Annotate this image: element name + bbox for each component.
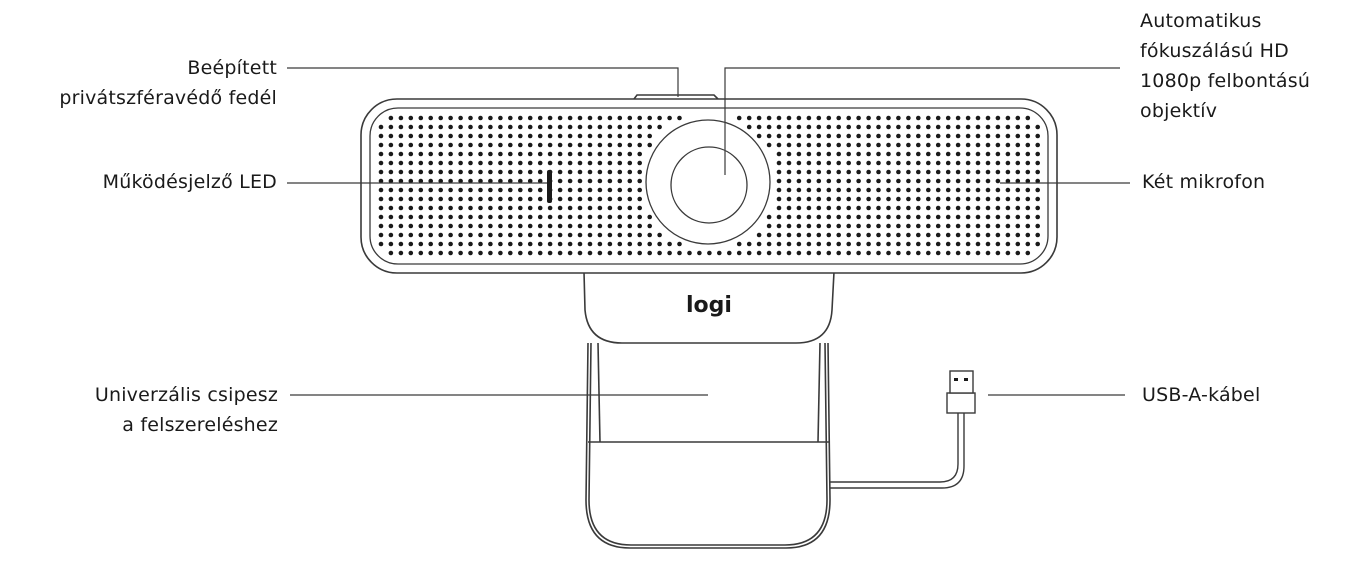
leader-privacy-cover	[287, 67, 679, 97]
camera-body	[360, 98, 1058, 274]
callout-universal-clip: Univerzális csipesz a felszereléshez	[95, 380, 278, 440]
callout-privacy-cover: Beépített privátszféravédő fedél	[59, 53, 277, 113]
callout-text: fókuszálású HD	[1140, 40, 1289, 62]
callout-text: USB-A-kábel	[1142, 384, 1261, 406]
callout-text: a felszereléshez	[122, 414, 278, 436]
speaker-grille-dots	[378, 115, 1040, 256]
callout-status-led: Működésjelző LED	[103, 167, 277, 197]
callout-text: objektív	[1140, 100, 1218, 122]
callout-text: Automatikus	[1140, 10, 1262, 32]
logi-logo: logi	[686, 293, 732, 318]
lens-icon	[670, 146, 748, 224]
callout-text: Két mikrofon	[1142, 171, 1266, 193]
camera-neck: logi	[583, 271, 835, 344]
usb-cable-icon	[830, 370, 976, 489]
callout-usb-cable: USB-A-kábel	[1142, 380, 1260, 410]
callout-text: 1080p felbontású	[1140, 70, 1311, 92]
callout-lens: Automatikus fókuszálású HD 1080p felbont…	[1140, 6, 1310, 126]
callout-text: Beépített	[187, 57, 277, 79]
privacy-shutter	[633, 94, 719, 100]
callout-text: Univerzális csipesz	[94, 384, 278, 406]
leader-lines	[287, 67, 1130, 396]
status-led	[547, 170, 552, 203]
callout-microphones: Két mikrofon	[1142, 167, 1265, 197]
callout-text: Működésjelző LED	[102, 171, 277, 193]
callout-text: privátszféravédő fedél	[59, 87, 277, 109]
leader-lens	[724, 67, 1120, 175]
universal-clip	[585, 342, 831, 549]
